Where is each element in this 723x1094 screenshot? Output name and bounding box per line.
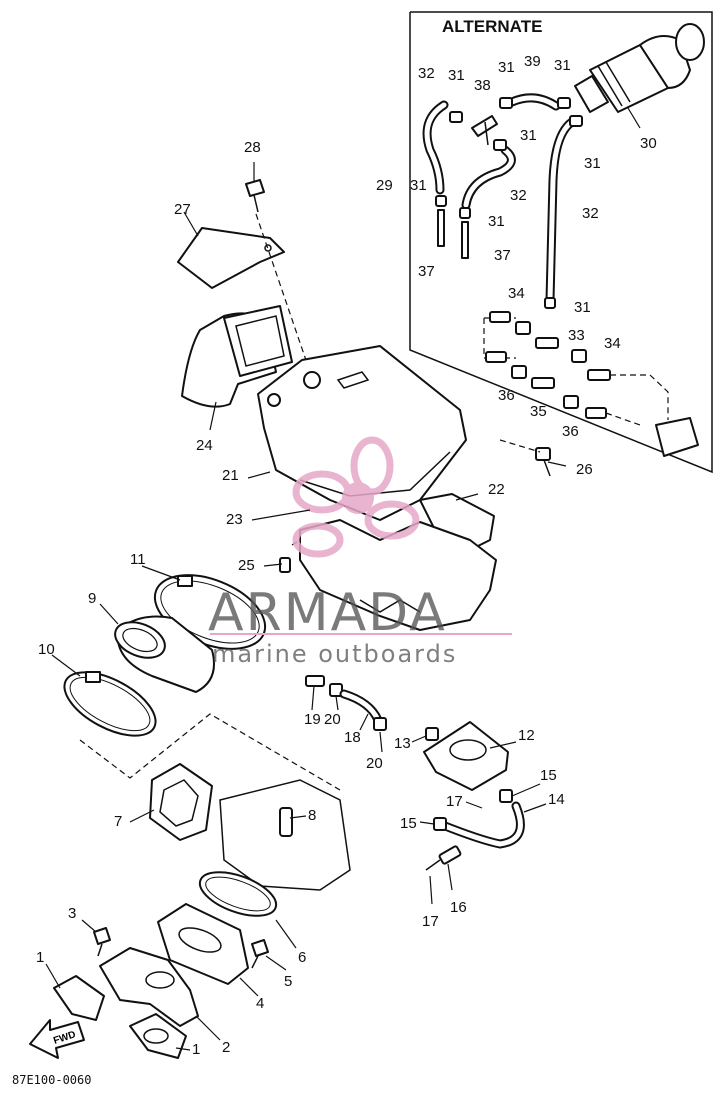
callout-2: 2 — [222, 1039, 230, 1056]
callout-35: 35 — [530, 403, 547, 420]
callout-31-d: 31 — [520, 127, 537, 144]
callout-13: 13 — [394, 735, 411, 752]
bracket-27 — [177, 227, 285, 289]
callout-20-lower: 20 — [366, 755, 383, 772]
nipples-37 — [437, 209, 469, 259]
callout-5: 5 — [284, 973, 292, 990]
callout-32-left: 32 — [418, 65, 435, 82]
callout-32-mid: 32 — [510, 187, 527, 204]
callout-15-right: 15 — [540, 767, 557, 784]
bolt-3 — [93, 927, 111, 957]
callout-23: 23 — [226, 511, 243, 528]
filter-16 — [425, 845, 462, 871]
gasket-1-upper — [53, 975, 105, 1021]
callout-33: 33 — [568, 327, 585, 344]
callout-9: 9 — [88, 590, 96, 607]
callout-19: 19 — [304, 711, 321, 728]
callout-34-right: 34 — [604, 335, 621, 352]
watermark-sub: marine outboards — [212, 640, 457, 668]
gasket-1-lower — [129, 1013, 187, 1059]
callout-31-f: 31 — [410, 177, 427, 194]
callout-10: 10 — [38, 641, 55, 658]
housing-8 — [219, 779, 351, 891]
primer-pump — [574, 23, 705, 113]
callout-11: 11 — [130, 551, 146, 568]
hose-39 — [507, 93, 561, 111]
hose-clamps-31 — [435, 97, 583, 309]
clamp-10 — [63, 671, 157, 737]
callout-15-left: 15 — [400, 815, 417, 832]
callout-37-left: 37 — [418, 263, 435, 280]
callout-21: 21 — [222, 467, 239, 484]
callout-16: 16 — [450, 899, 467, 916]
manifold-2 — [99, 947, 199, 1027]
gasket-7 — [149, 763, 213, 841]
callout-37-right: 37 — [494, 247, 511, 264]
callout-31-b: 31 — [498, 59, 515, 76]
callout-1-upper: 1 — [36, 949, 44, 966]
callout-36-left: 36 — [498, 387, 515, 404]
callout-38: 38 — [474, 77, 491, 94]
hose-32-left — [422, 100, 449, 195]
callout-31-c: 31 — [554, 57, 571, 74]
alternate-box: ALTERNATE — [409, 11, 713, 474]
callout-4: 4 — [256, 995, 264, 1012]
joint-9 — [114, 615, 215, 693]
callout-17-lower: 17 — [422, 913, 439, 930]
alternate-title: ALTERNATE — [442, 17, 542, 36]
callout-32-right: 32 — [582, 205, 599, 222]
callout-3: 3 — [68, 905, 76, 922]
bolt-26 — [499, 439, 551, 477]
callout-36-right: 36 — [562, 423, 579, 440]
hose-14 — [433, 789, 525, 849]
callout-39: 39 — [524, 53, 541, 70]
bolt-28 — [245, 179, 265, 213]
bolt-5 — [251, 939, 269, 969]
callout-17-upper: 17 — [446, 793, 463, 810]
callout-31-h: 31 — [574, 299, 591, 316]
figure-code: 87E100-0060 — [12, 1073, 91, 1087]
fittings-33-36 — [483, 311, 699, 457]
fwd-arrow: FWD — [29, 1019, 85, 1059]
armada-logo — [292, 436, 420, 558]
hose-32-right — [545, 115, 580, 305]
callout-6: 6 — [298, 949, 306, 966]
leader-lines — [45, 107, 641, 1051]
callout-30: 30 — [640, 135, 657, 152]
silencer-lower — [299, 519, 497, 631]
callout-34-left: 34 — [508, 285, 525, 302]
joint-38 — [471, 115, 498, 146]
callout-27: 27 — [174, 201, 191, 218]
clamp-6 — [198, 871, 278, 917]
fitting-19-20 — [305, 675, 387, 731]
callout-31-g: 31 — [488, 213, 505, 230]
callout-28: 28 — [244, 139, 261, 156]
callout-12: 12 — [518, 727, 535, 744]
intake-elbow-24 — [181, 305, 293, 408]
callout-22: 22 — [488, 481, 505, 498]
callout-25: 25 — [238, 557, 255, 574]
callout-24: 24 — [196, 437, 213, 454]
callout-7: 7 — [114, 813, 122, 830]
callout-20-upper: 20 — [324, 711, 341, 728]
callouts: 28 27 24 21 23 22 25 26 11 9 10 7 8 6 5 … — [36, 53, 657, 1058]
callout-1-lower: 1 — [192, 1041, 200, 1058]
callout-31-e: 31 — [584, 155, 601, 172]
fuel-pump-12 — [423, 721, 509, 791]
hose-32-mid — [461, 145, 516, 210]
callout-31-a: 31 — [448, 67, 465, 84]
callout-14: 14 — [548, 791, 565, 808]
callout-8: 8 — [308, 807, 316, 824]
callout-18: 18 — [344, 729, 361, 746]
callout-26: 26 — [576, 461, 593, 478]
callout-29: 29 — [376, 177, 393, 194]
joint-4 — [157, 903, 249, 985]
